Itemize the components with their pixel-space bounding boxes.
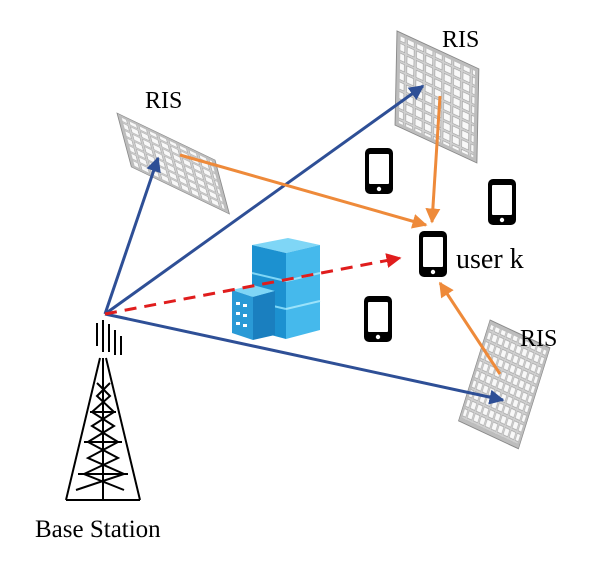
- base-station-tower-icon: [65, 320, 141, 501]
- ris-label: RIS: [520, 326, 558, 352]
- smartphone-icon: [488, 179, 516, 225]
- ris-panel-icon: [394, 30, 480, 164]
- smartphone-icon: [364, 296, 392, 342]
- bs-to-ris2-link: [104, 84, 425, 316]
- ris-label: RIS: [145, 88, 183, 114]
- ris-label: RIS: [442, 27, 480, 53]
- ris2-to-user-link: [425, 95, 442, 224]
- bs-to-ris-links: [103, 84, 505, 405]
- bs-to-ris3-link: [104, 312, 505, 405]
- ris-panel-icon: [116, 112, 231, 215]
- direct-link: [104, 253, 402, 316]
- ris3-to-user-link: [438, 281, 502, 375]
- ris1-to-user-link: [179, 153, 428, 229]
- user-k-label: user k: [456, 244, 524, 275]
- base-station-label: Base Station: [35, 516, 161, 543]
- ris-to-user-links: [179, 95, 502, 375]
- user-k-smartphone-icon: [419, 231, 447, 277]
- ris-panel-icon: [458, 319, 551, 450]
- building-icon: [232, 238, 321, 340]
- smartphone-icon: [365, 148, 393, 194]
- bs-to-ris1-link: [103, 156, 161, 315]
